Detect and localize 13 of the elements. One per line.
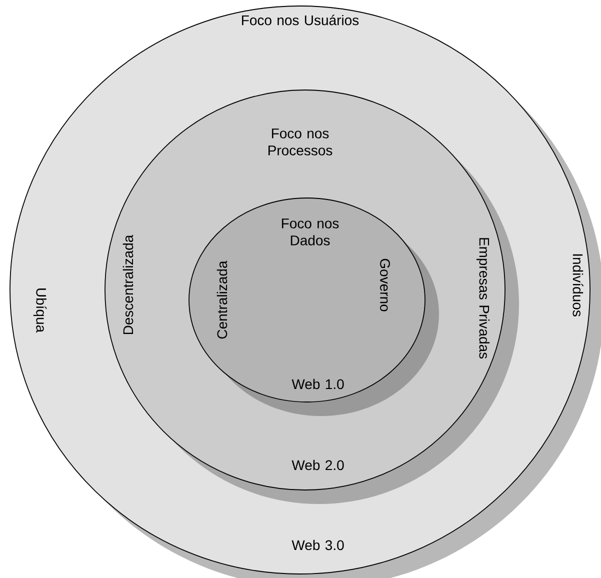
side-label: Centralizada <box>216 260 228 339</box>
web-label: Web 2.0 <box>292 460 344 470</box>
side-label: Descentralizada <box>122 234 134 334</box>
heading-text: Foco nos Dados <box>282 218 339 246</box>
side-label: Empresas Privadas <box>476 238 490 359</box>
web-label: Web 1.0 <box>292 378 344 390</box>
side-label: Ubíqua <box>33 288 47 333</box>
web-label: Web 3.0 <box>292 540 344 550</box>
heading-text: Foco nos Usuários <box>242 14 359 26</box>
side-label: Indivíduos <box>572 254 584 316</box>
heading-text: Foco nos Processos <box>268 128 332 156</box>
ring-circle <box>188 198 439 416</box>
side-label: Governo <box>380 258 390 312</box>
